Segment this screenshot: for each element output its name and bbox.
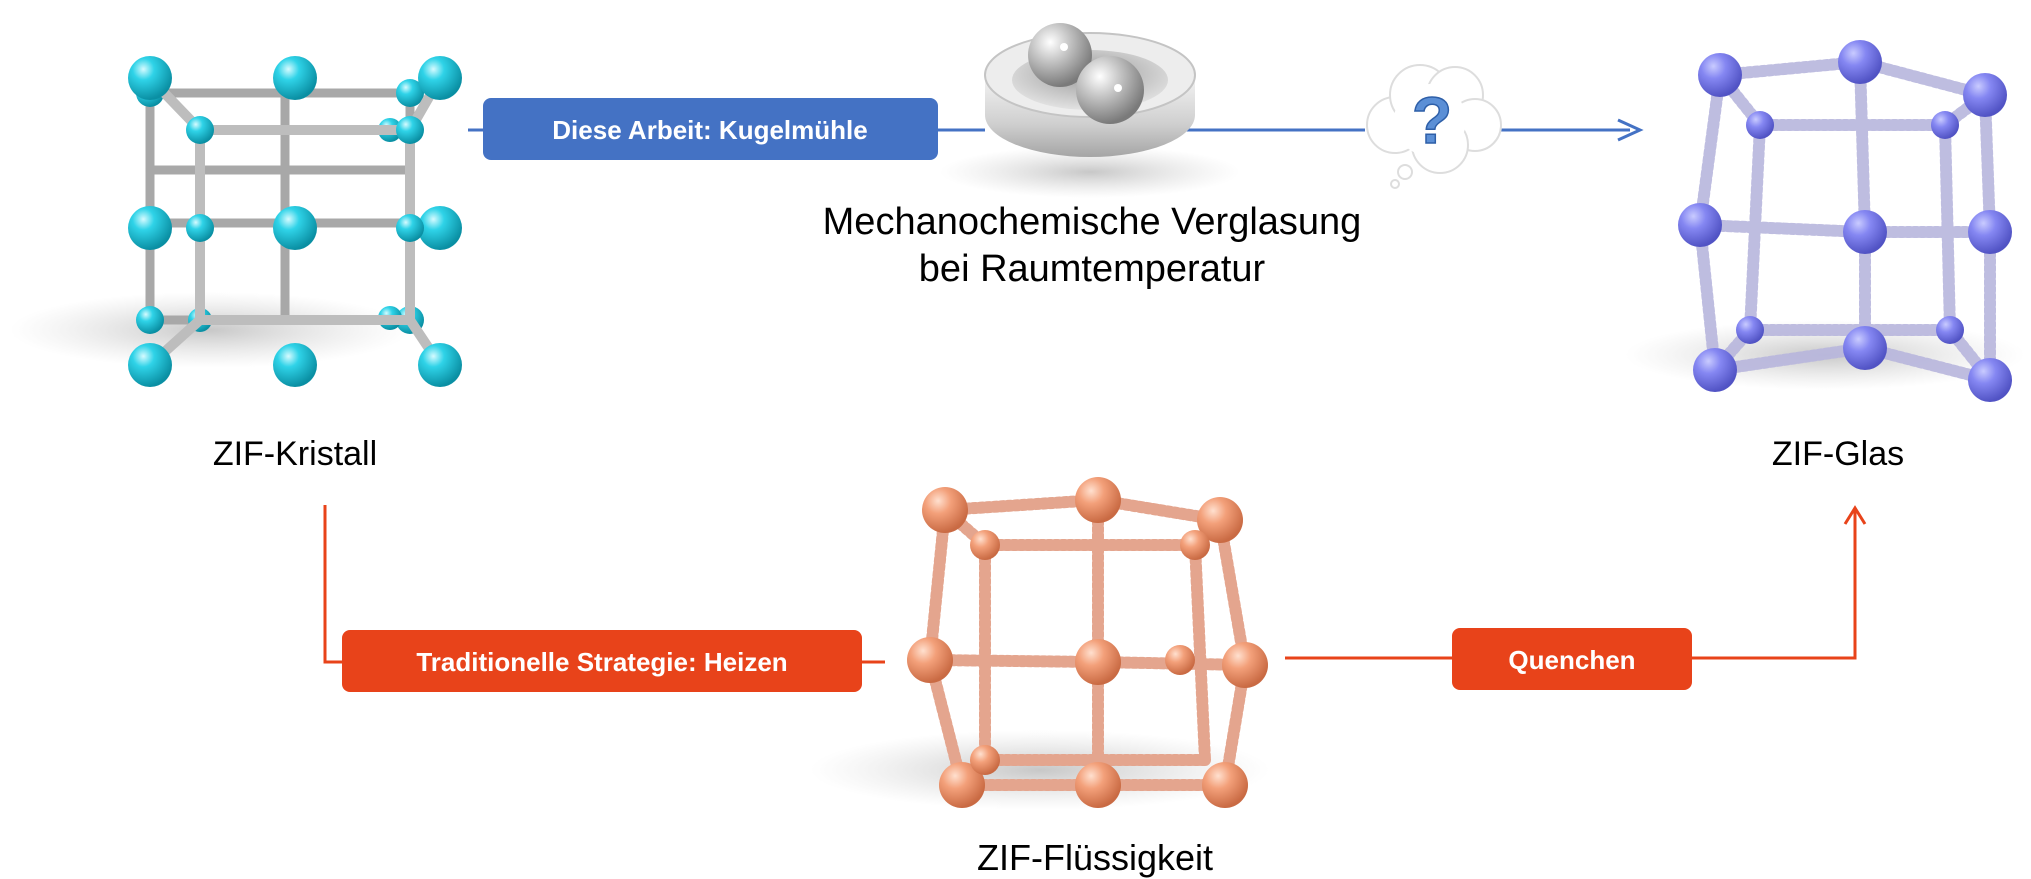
- question-mark-icon: ?: [1412, 83, 1452, 157]
- bottom-line-right-b: [1692, 510, 1857, 660]
- liquid-nodes: [907, 477, 1268, 808]
- top-caption-line1: Mechanochemische Verglasung: [823, 201, 1362, 243]
- heating-pill-label: Traditionelle Strategie: Heizen: [416, 647, 787, 677]
- crystal-front-nodes: [128, 56, 462, 387]
- ball-mill-pill-label: Diese Arbeit: Kugelmühle: [552, 115, 867, 145]
- top-arrow-head: [1617, 118, 1644, 142]
- glass-nodes: [1678, 40, 2012, 402]
- heating-pill: Traditionelle Strategie: Heizen: [342, 630, 862, 692]
- ball-mill-icon: [940, 23, 1240, 198]
- top-caption-line2: bei Raumtemperatur: [919, 248, 1266, 290]
- zif-crystal-label: ZIF-Kristall: [213, 435, 377, 473]
- zif-glass-label: ZIF-Glas: [1772, 435, 1904, 473]
- zif-glass-structure: [1625, 40, 2025, 402]
- zif-liquid-label: ZIF-Flüssigkeit: [977, 837, 1213, 878]
- ball-mill-pill: Diese Arbeit: Kugelmühle: [483, 98, 938, 160]
- bottom-arrow-head: [1843, 505, 1867, 525]
- bottom-path: Traditionelle Strategie: Heizen Quenchen: [323, 505, 1867, 692]
- quench-pill: Quenchen: [1452, 628, 1692, 690]
- top-path: Diese Arbeit: Kugelmühle: [468, 23, 1644, 290]
- quench-pill-label: Quenchen: [1508, 645, 1635, 675]
- zif-crystal-structure: [10, 56, 462, 387]
- thought-cloud-icon: ?: [1366, 64, 1502, 189]
- bottom-line-left: [323, 505, 345, 664]
- zif-liquid-structure: [810, 477, 1270, 810]
